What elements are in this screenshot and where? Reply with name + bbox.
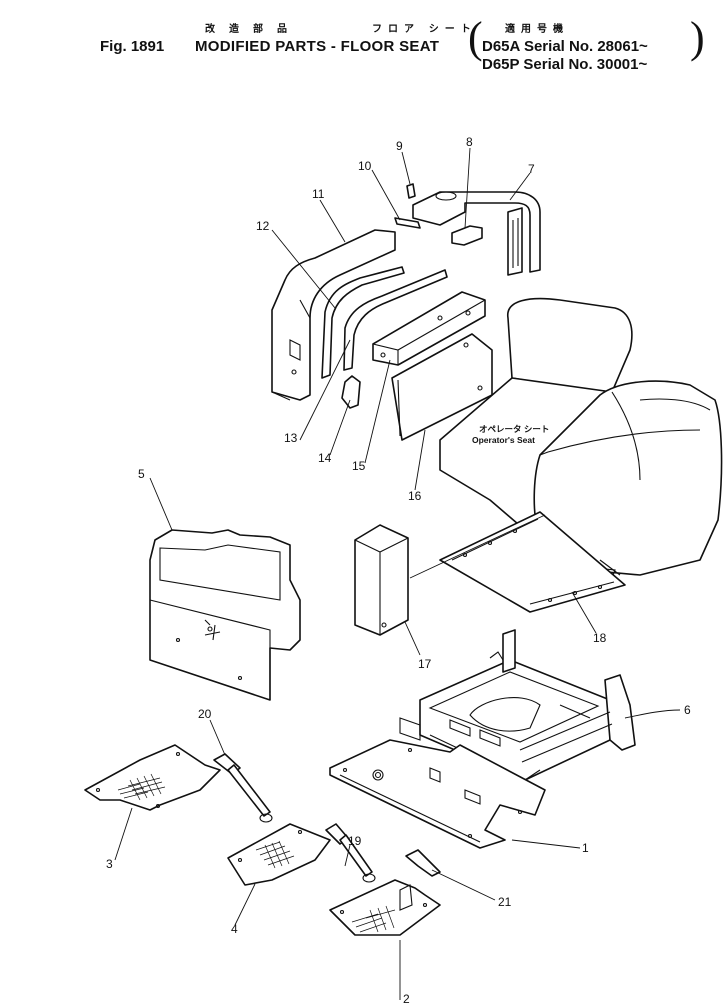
part-13-strip bbox=[343, 269, 448, 371]
page-title: MODIFIED PARTS - FLOOR SEAT bbox=[195, 38, 440, 55]
part-19-lever bbox=[325, 823, 376, 883]
callout-17: 17 bbox=[418, 657, 432, 671]
callout-12: 12 bbox=[256, 219, 270, 233]
part-20-lever bbox=[213, 753, 273, 823]
serial-japanese: 適用号機 bbox=[505, 24, 569, 35]
part-15-channel bbox=[372, 291, 486, 366]
callout-20: 20 bbox=[198, 707, 212, 721]
callout-16: 16 bbox=[408, 489, 422, 503]
part-4-plate-mesh bbox=[227, 823, 331, 886]
serial-line-d65p: D65P Serial No. 30001~ bbox=[482, 56, 648, 73]
seat-label-jp: オペレータ シート bbox=[479, 424, 549, 434]
part-8-block bbox=[451, 225, 483, 246]
part-18-seat-base-plate bbox=[439, 511, 626, 613]
part-14-angle bbox=[341, 375, 361, 409]
callout-19: 19 bbox=[348, 834, 362, 848]
figure-label: Fig. 1891 bbox=[100, 38, 165, 55]
callout-2: 2 bbox=[403, 992, 410, 1006]
callout-8: 8 bbox=[466, 135, 473, 149]
leader-lines bbox=[114, 147, 681, 1000]
callout-3: 3 bbox=[106, 857, 113, 871]
callout-11: 11 bbox=[312, 187, 325, 201]
callout-10: 10 bbox=[358, 159, 372, 173]
part-16-panel bbox=[391, 333, 493, 441]
part-11-side-cover bbox=[271, 229, 396, 401]
title-japanese-left: 改造部品 bbox=[205, 24, 301, 35]
part-7-bracket bbox=[412, 191, 541, 276]
callout-18: 18 bbox=[593, 631, 607, 645]
serial-line-d65a: D65A Serial No. 28061~ bbox=[482, 38, 648, 55]
part-3-plate-mesh bbox=[84, 744, 221, 811]
callout-7: 7 bbox=[528, 162, 535, 176]
callout-6: 6 bbox=[684, 703, 691, 717]
callout-15: 15 bbox=[352, 459, 366, 473]
part-1-floor-plate bbox=[329, 739, 546, 849]
part-21-latch bbox=[405, 849, 441, 877]
callout-numbers: 1 2 3 4 5 6 7 8 9 10 11 12 13 14 15 16 1… bbox=[106, 135, 691, 1006]
serial-bracket-left: ( bbox=[468, 13, 483, 62]
callout-14: 14 bbox=[318, 451, 332, 465]
callout-1: 1 bbox=[582, 841, 589, 855]
operator-seat: オペレータ シート Operator's Seat bbox=[439, 297, 723, 579]
part-17-upright-box bbox=[354, 524, 409, 636]
seat-label-en: Operator's Seat bbox=[472, 435, 535, 445]
callout-9: 9 bbox=[396, 139, 403, 153]
part-9-clip bbox=[406, 183, 416, 199]
callout-21: 21 bbox=[498, 895, 512, 909]
title-japanese-right: フロア シート bbox=[372, 24, 477, 35]
part-10-pad bbox=[394, 217, 421, 229]
callout-13: 13 bbox=[284, 431, 298, 445]
serial-bracket-right: ) bbox=[690, 13, 705, 62]
part-2-plate-mesh bbox=[329, 879, 441, 936]
part-12-strip bbox=[321, 266, 405, 379]
callout-4: 4 bbox=[231, 922, 238, 936]
callout-5: 5 bbox=[138, 467, 145, 481]
part-5-console-cover bbox=[149, 529, 301, 701]
